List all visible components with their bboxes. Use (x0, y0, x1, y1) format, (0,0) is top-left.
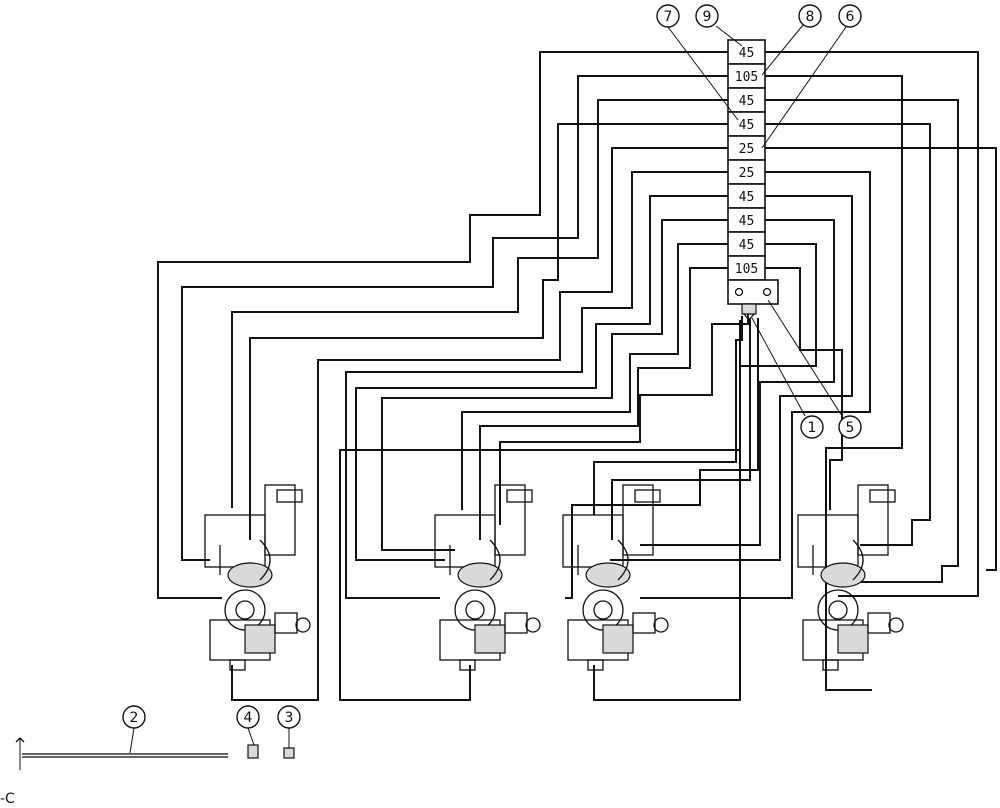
callout-label: 2 (130, 710, 139, 726)
callout-label: 6 (846, 9, 855, 25)
callout-circle (798, 4, 822, 28)
callout-leader (767, 299, 843, 417)
edge-text: -C (0, 791, 15, 807)
pipe-route (355, 195, 728, 561)
pipe-route (565, 318, 759, 599)
distributor-cell (727, 87, 766, 113)
pipe-route (593, 243, 817, 701)
callout-label: 5 (846, 420, 855, 436)
pipe-route (765, 123, 931, 546)
pipe-route (611, 318, 751, 540)
callout-circle (656, 4, 680, 28)
callout-circle (695, 4, 719, 28)
distributor-cell-value: 45 (739, 238, 755, 253)
callout-leader (751, 317, 806, 417)
callout-label: 7 (664, 9, 673, 25)
pipe-route (479, 267, 728, 540)
arrow-head-icon (15, 737, 25, 743)
pipe-route (345, 171, 728, 599)
callout-circle (838, 4, 862, 28)
distributor-cell (727, 39, 766, 65)
mounting-hole (762, 287, 772, 297)
loose-parts: -C (0, 737, 295, 807)
distributor-cell-value: 45 (739, 46, 755, 61)
inlet-fitting (741, 303, 757, 315)
pipe-route (765, 147, 997, 571)
pipe-route (765, 51, 979, 597)
pipe-routes (157, 51, 997, 701)
pipe-route (499, 310, 749, 525)
distributor-cell-value: 45 (739, 190, 755, 205)
unit-mechanism (797, 484, 904, 671)
distributor-cell-value: 105 (735, 70, 758, 85)
pipe-route (593, 316, 743, 515)
callout-group: 7 9 8 6 1 5 2 4 3 (122, 4, 862, 754)
distributor-cell-value: 25 (739, 166, 755, 181)
distributor-block: 45 105 45 45 25 25 45 45 45 105 (727, 39, 779, 322)
callout-leader (715, 25, 743, 47)
pipe-route (610, 195, 853, 561)
callout-leader (761, 26, 847, 149)
distributor-cell-value: 25 (739, 142, 755, 157)
unit-mechanism (562, 484, 669, 671)
callout-label: 8 (806, 9, 815, 25)
distributor-cell-value: 45 (739, 214, 755, 229)
distributor-cell-value: 45 (739, 118, 755, 133)
callout-circle (236, 705, 260, 729)
callout-leader (247, 727, 255, 746)
fitting-part-4 (247, 744, 259, 759)
distributor-cell-value: 45 (739, 94, 755, 109)
distributor-base (727, 279, 779, 305)
pipe-route (339, 320, 741, 701)
callout-circle (277, 705, 301, 729)
mounting-hole (734, 287, 744, 297)
callout-label: 4 (244, 710, 253, 726)
callout-leader (129, 727, 135, 754)
pipe-route (640, 171, 871, 599)
pipe-route (157, 51, 728, 599)
unit-mechanism (434, 484, 541, 671)
pipe-route (231, 99, 728, 508)
distributor-cell (727, 111, 766, 137)
callout-label: 3 (285, 710, 294, 726)
callout-leader (667, 26, 739, 121)
callout-label: 1 (808, 420, 817, 436)
callout-label: 9 (703, 9, 712, 25)
pipe-route (765, 267, 843, 510)
pipe-route (231, 147, 728, 701)
pipe-route (765, 99, 959, 583)
inlet-nipple (743, 313, 755, 322)
pipe-route (461, 243, 728, 510)
distributor-cell-value: 105 (735, 262, 758, 277)
callout-circle (838, 415, 862, 439)
callout-leader (761, 24, 804, 76)
pipe-route (181, 75, 728, 561)
pipe-route (381, 219, 728, 551)
fitting-part-3 (283, 747, 295, 759)
pipe-route (765, 75, 903, 691)
pipe-route (249, 123, 728, 540)
callout-circle (122, 705, 146, 729)
callout-circle (800, 415, 824, 439)
distributor-cell (727, 63, 766, 89)
unit-mechanism (204, 484, 311, 671)
